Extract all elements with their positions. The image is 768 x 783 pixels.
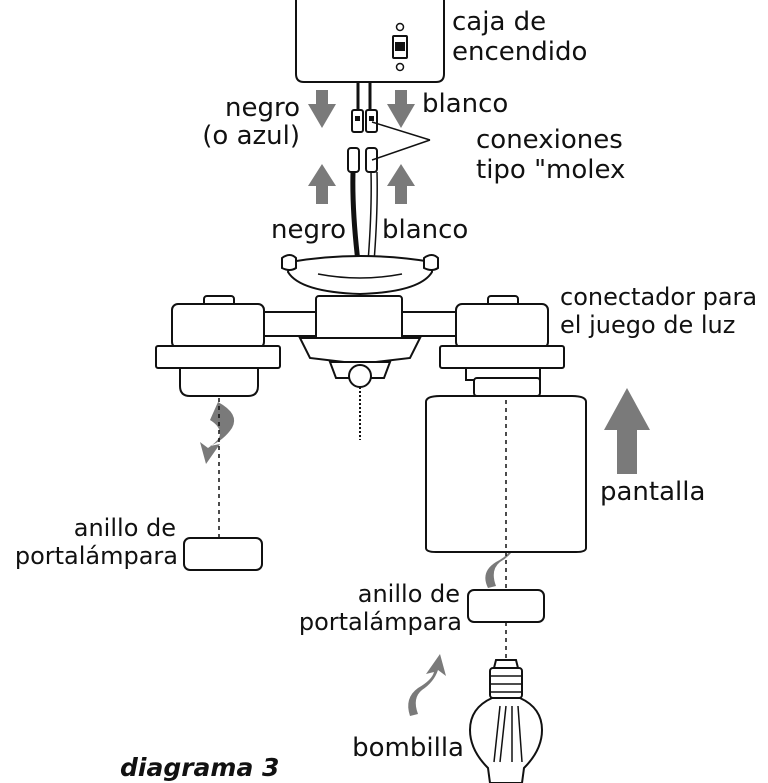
arrow-up-black-icon xyxy=(308,164,336,204)
arrow-down-white-icon xyxy=(387,90,415,128)
left-ring-label-line2: portalámpara xyxy=(15,542,178,570)
black-bottom-label: negro xyxy=(271,215,346,245)
left-socket-ring xyxy=(183,537,263,571)
left-ring-label-line1: anillo de xyxy=(74,514,176,542)
lower-wires xyxy=(347,147,378,263)
white-wire xyxy=(373,171,378,263)
bulb-label: bombilla xyxy=(352,733,464,763)
arrow-up-shade-icon xyxy=(604,388,650,474)
right-ring-label-line2: portalámpara xyxy=(299,608,462,636)
molex-connector-bottom-right xyxy=(365,147,378,173)
black-wire xyxy=(350,171,361,263)
twist-arrow-left-icon xyxy=(200,402,235,464)
white-top-label: blanco xyxy=(422,89,508,119)
arrow-down-black-icon xyxy=(308,90,336,128)
switch-box-label-line1: caja de xyxy=(452,7,546,37)
twist-arrow-bulb-icon xyxy=(408,654,446,716)
diagram-caption: diagrama 3 xyxy=(120,753,279,782)
light-kit xyxy=(155,295,565,440)
right-ring-label-line1: anillo de xyxy=(358,580,460,608)
molex-connector-bottom-left xyxy=(347,147,360,173)
molex-label-line2: tipo "molex xyxy=(476,155,625,185)
switch-box xyxy=(295,0,445,83)
canopy xyxy=(281,254,439,296)
right-socket-ring xyxy=(467,589,545,623)
light-kit-label-line2: el juego de luz xyxy=(560,311,735,339)
light-kit-label-line1: conectador para xyxy=(560,283,757,311)
shade-label: pantalla xyxy=(600,477,705,507)
light-bulb xyxy=(468,659,544,783)
white-bottom-label: blanco xyxy=(382,215,468,245)
upper-wires xyxy=(351,82,378,133)
molex-label-line1: conexiones xyxy=(476,125,623,155)
switch-box-label-line2: encendido xyxy=(452,37,587,67)
black-top-label-line1: negro xyxy=(225,93,300,123)
arrow-up-white-icon xyxy=(387,164,415,204)
black-top-label-line2: (o azul) xyxy=(202,121,300,151)
molex-leader-lines xyxy=(371,121,431,161)
